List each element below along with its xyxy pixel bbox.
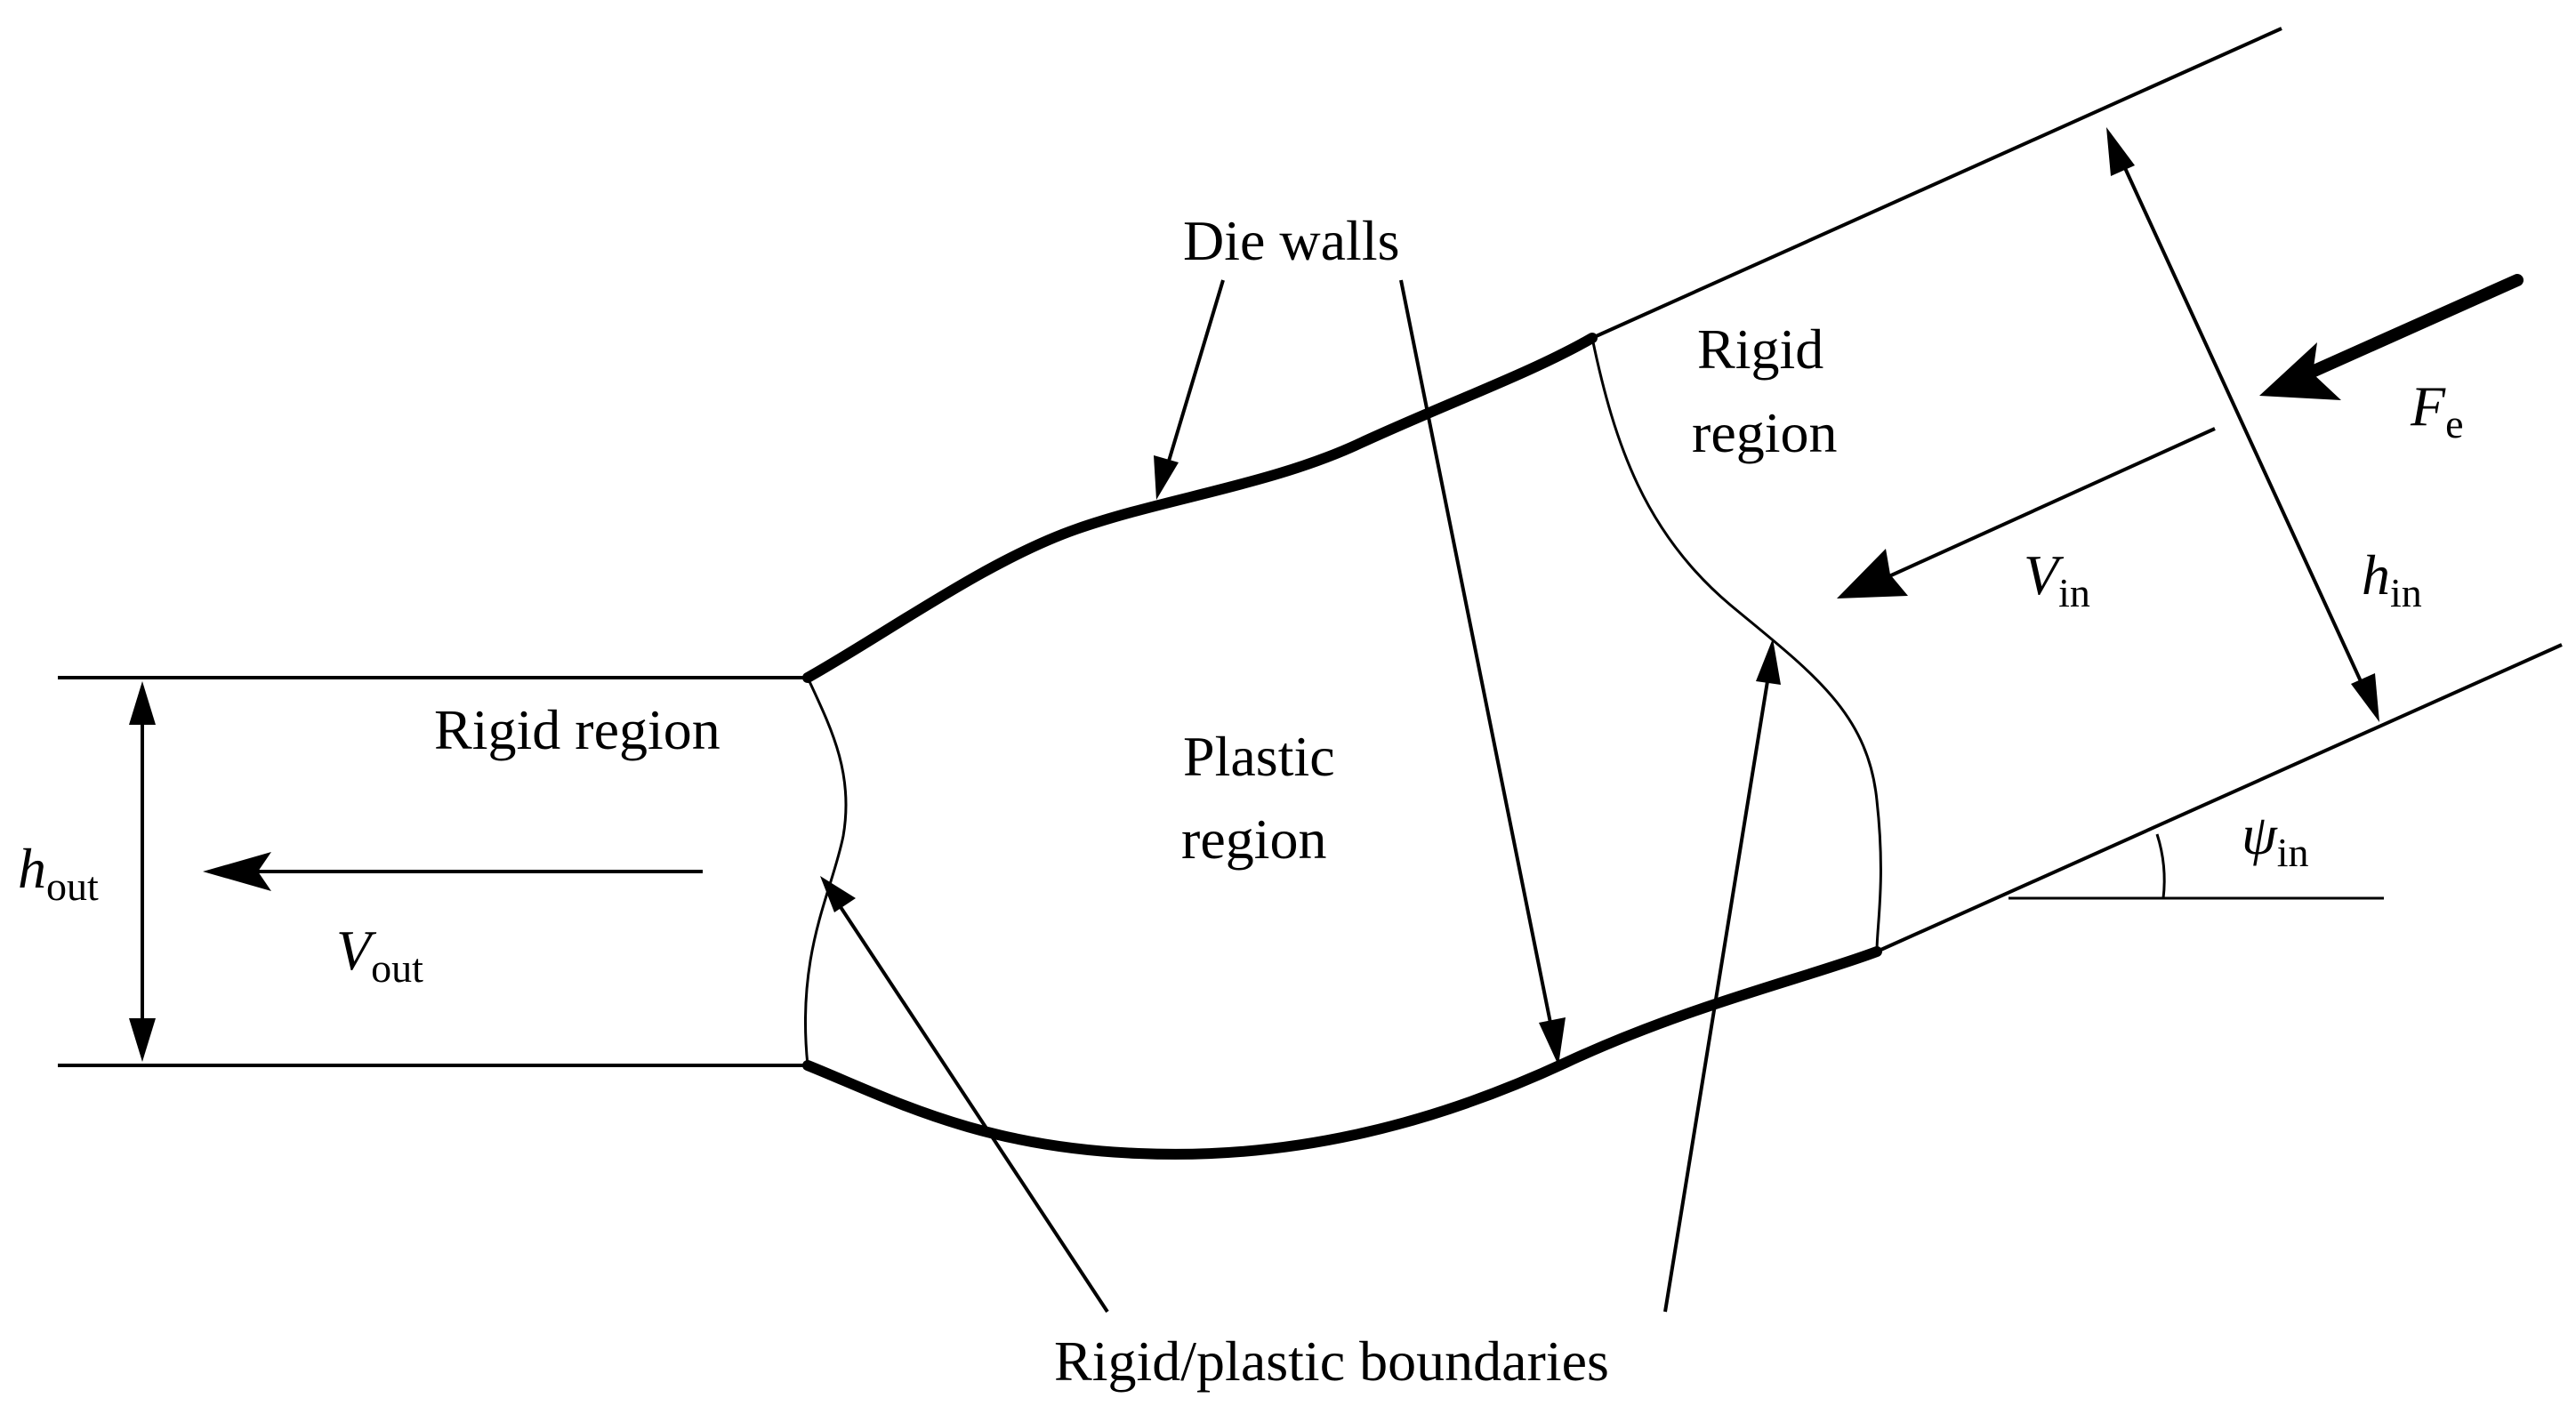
v-out-arrowhead bbox=[203, 852, 271, 891]
boundaries-leader-right bbox=[1663, 675, 1770, 1313]
plastic-region-label-line2: region bbox=[1181, 807, 1327, 871]
f-e-symbol: Fe bbox=[2410, 374, 2464, 446]
boundary-left bbox=[803, 677, 848, 1066]
psi-in-symbol: ψin bbox=[2242, 803, 2309, 875]
v-in-symbol: Vin bbox=[2024, 543, 2090, 615]
inlet-bottom-wall bbox=[1876, 643, 2563, 953]
h-in-symbol: hin bbox=[2362, 543, 2422, 615]
boundaries-leader-right-head bbox=[1756, 639, 1781, 685]
v-in-arrow-line bbox=[1880, 427, 2216, 582]
die-walls-leader-right-head bbox=[1539, 1017, 1566, 1065]
h-in-dimension-line bbox=[2113, 146, 2372, 703]
die-walls-leader-right bbox=[1399, 279, 1554, 1032]
die-walls-label: Die walls bbox=[1183, 209, 1400, 272]
v-out-symbol: Vout bbox=[336, 919, 423, 991]
v-in-arrowhead bbox=[1837, 549, 1908, 599]
inlet-top-wall bbox=[1591, 27, 2282, 340]
f-e-arrow-line bbox=[2302, 274, 2524, 380]
boundaries-leader-left bbox=[839, 905, 1109, 1314]
die-walls-leader-left bbox=[1165, 279, 1225, 468]
f-e-arrowhead bbox=[2259, 342, 2341, 400]
boundaries-leader-left-head bbox=[820, 876, 856, 912]
h-out-arrowhead-bottom bbox=[129, 1018, 156, 1062]
rigid-region-right-label-line1: Rigid bbox=[1697, 317, 1823, 381]
die-walls-leader-left-head bbox=[1154, 455, 1179, 500]
rigid-region-left-label: Rigid region bbox=[434, 698, 720, 761]
rigid-region-right-label-line2: region bbox=[1692, 401, 1838, 464]
die-wall-lower bbox=[802, 946, 1882, 1160]
h-out-symbol: hout bbox=[18, 837, 99, 909]
h-in-arrowhead-top bbox=[2106, 127, 2135, 176]
die-wall-upper bbox=[802, 333, 1598, 683]
boundary-right bbox=[1590, 337, 1882, 952]
rigid-plastic-boundaries-label: Rigid/plastic boundaries bbox=[1054, 1330, 1609, 1393]
h-out-arrowhead-top bbox=[129, 681, 156, 725]
psi-angle-arc bbox=[2155, 833, 2166, 899]
h-in-arrowhead-bottom bbox=[2351, 673, 2379, 722]
plastic-region-label-line1: Plastic bbox=[1183, 725, 1335, 788]
